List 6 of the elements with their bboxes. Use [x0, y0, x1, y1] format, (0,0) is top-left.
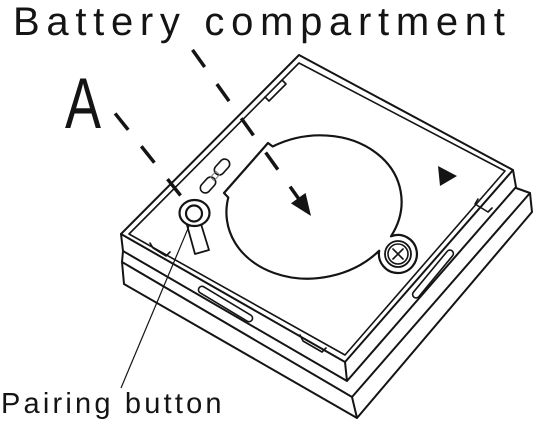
- leader-line: [120, 224, 190, 388]
- callout-letter: A: [65, 68, 102, 140]
- battery-cover: [222, 133, 419, 281]
- round-button: [178, 198, 211, 229]
- callout-text: Battery compartment: [13, 0, 512, 45]
- callout-text: Pairing button: [1, 388, 225, 421]
